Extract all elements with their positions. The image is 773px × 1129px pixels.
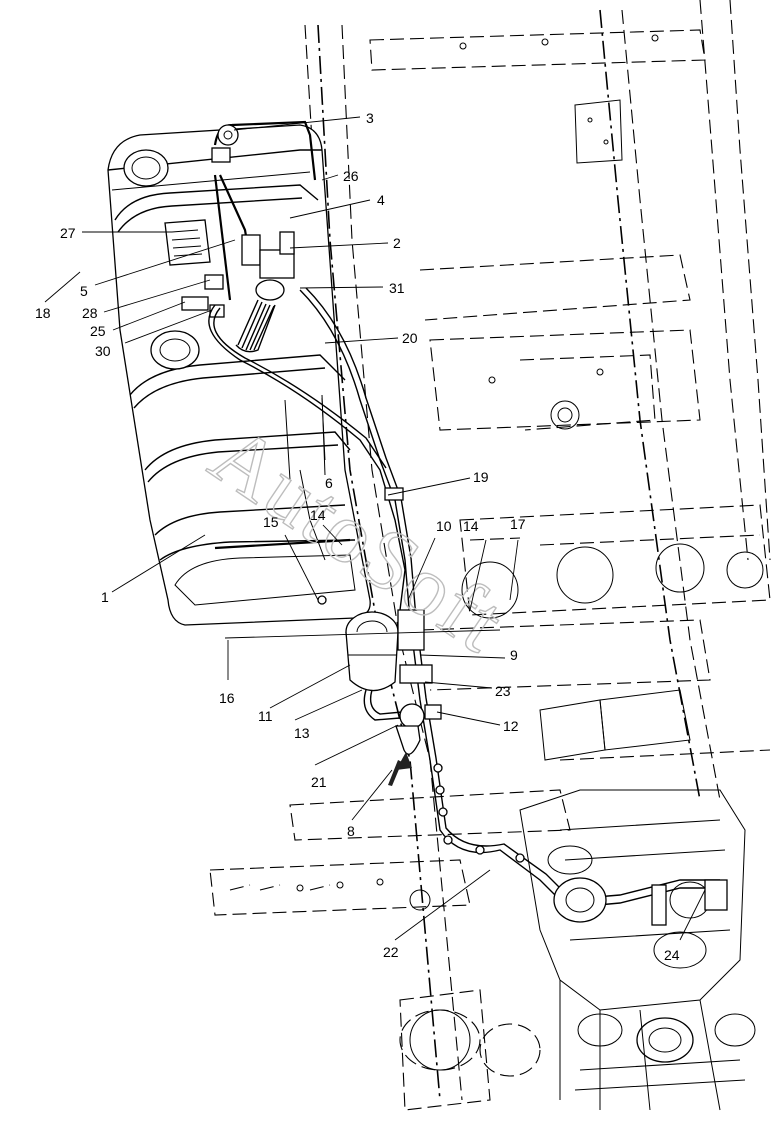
fuel-level-sender — [211, 120, 317, 353]
callout-23: 23 — [495, 683, 511, 699]
callout-17: 17 — [510, 516, 526, 532]
callout-9: 9 — [510, 647, 518, 663]
callout-26: 26 — [343, 168, 359, 184]
callout-31: 31 — [389, 280, 405, 296]
callout-13: 13 — [294, 725, 310, 741]
callout-19: 19 — [473, 469, 489, 485]
chassis-lower-components — [229, 884, 541, 1111]
chassis-frame — [209, 0, 771, 1101]
fuel-filter-assembly — [345, 609, 442, 786]
callout-28: 28 — [82, 305, 98, 321]
callout-25: 25 — [90, 323, 106, 339]
callout-16: 16 — [219, 690, 235, 706]
callout-1: 1 — [101, 589, 109, 605]
callout-20: 20 — [402, 330, 418, 346]
callout-27: 27 — [60, 225, 76, 241]
engine — [519, 689, 756, 1111]
callout-8: 8 — [347, 823, 355, 839]
callout-14b: 14 — [463, 518, 479, 534]
callout-14a: 14 — [310, 507, 326, 523]
callout-2: 2 — [393, 235, 401, 251]
callout-6: 6 — [325, 475, 333, 491]
callout-24: 24 — [664, 947, 680, 963]
callout-15: 15 — [263, 514, 279, 530]
callout-11: 11 — [258, 708, 273, 724]
callout-30: 30 — [95, 343, 111, 359]
callout-12: 12 — [503, 718, 519, 734]
fuel-tank — [107, 124, 371, 626]
fuel-lines — [208, 287, 722, 909]
callout-4: 4 — [377, 192, 385, 208]
callout-10: 10 — [436, 518, 452, 534]
leader-lines — [44, 116, 706, 941]
callout-labels: 3 26 4 27 2 18 5 31 28 25 30 20 6 19 15 … — [35, 110, 680, 963]
callout-5: 5 — [80, 283, 88, 299]
callout-21: 21 — [311, 774, 327, 790]
callout-18: 18 — [35, 305, 51, 321]
callout-3: 3 — [366, 110, 374, 126]
callout-22: 22 — [383, 944, 399, 960]
